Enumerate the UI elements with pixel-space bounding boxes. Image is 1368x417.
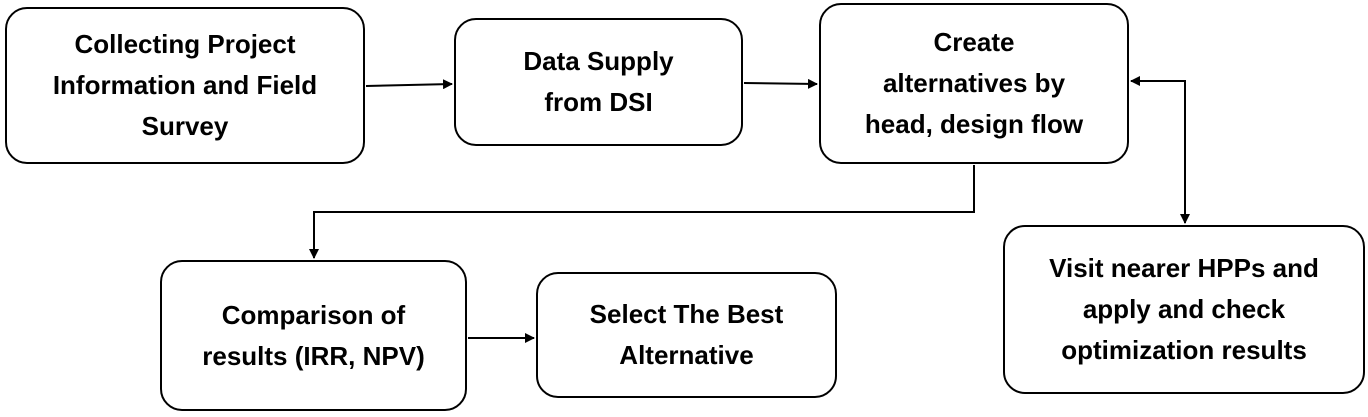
node-label: Create alternatives by head, design flow [864,27,1084,139]
node-create-alternatives: Create alternatives by head, design flow [819,3,1129,164]
arrow-collect-to-supply [365,79,453,90]
node-data-supply: Data Supply from DSI [454,18,743,146]
arrow-supply-to-create [743,78,818,89]
node-collecting-project-information: Collecting Project Information and Field… [5,7,365,164]
node-label: Data Supply from DSI [523,46,674,117]
arrow-create-to-visit [1130,76,1190,224]
node-label: Visit nearer HPPs and apply and check op… [1049,253,1319,365]
node-visit-nearer-hpps: Visit nearer HPPs and apply and check op… [1003,225,1365,394]
node-comparison-of-results: Comparison of results (IRR, NPV) [160,260,467,411]
node-label: Collecting Project Information and Field… [52,29,318,141]
node-select-best-alternative: Select The Best Alternative [536,272,837,398]
node-label: Comparison of results (IRR, NPV) [202,299,425,371]
arrow-create-to-compare [309,165,975,259]
node-label: Select The Best Alternative [589,299,784,370]
